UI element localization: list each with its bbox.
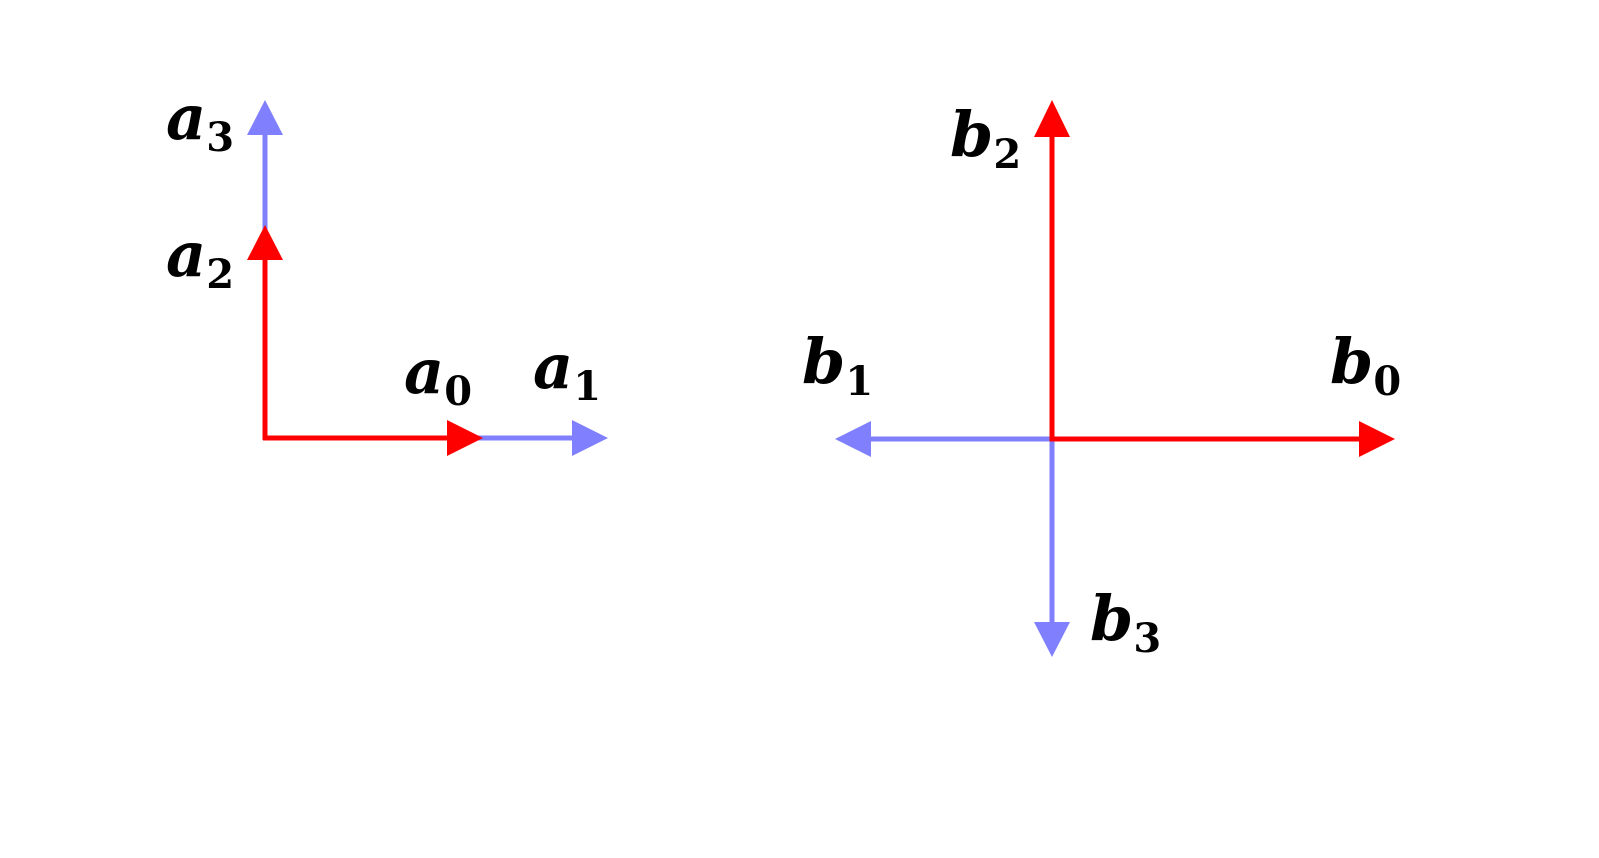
vector-a0 [263,420,483,456]
vector-b3 [1034,438,1070,657]
diagram-b: b2 b1 b0 b3 [802,98,1401,662]
vector-b2 [1034,100,1070,441]
label-a0: a0 [404,335,472,415]
vector-a2 [247,225,283,440]
label-a2: a2 [166,218,234,298]
vector-b0 [1050,421,1395,457]
label-b3: b3 [1090,582,1161,662]
diagram-a: a3 a2 a0 a1 [166,81,608,456]
label-b2: b2 [950,98,1021,178]
label-a1: a1 [533,330,601,410]
label-b1: b1 [802,325,873,405]
vector-b1 [835,421,1052,457]
label-a3: a3 [166,81,234,161]
label-b0: b0 [1330,325,1401,405]
